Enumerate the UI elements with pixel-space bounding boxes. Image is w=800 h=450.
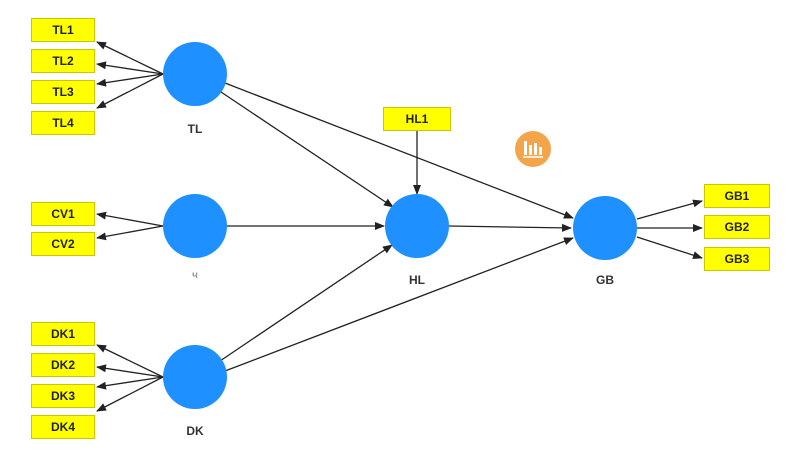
- indicator-gb3[interactable]: GB3: [704, 247, 770, 271]
- indicator-dk2[interactable]: DK2: [31, 353, 95, 377]
- edge-cv-cv2: [96, 225, 164, 241]
- path-tl-hl: [220, 91, 394, 208]
- indicator-tl2[interactable]: TL2: [31, 49, 95, 73]
- indicator-cv2[interactable]: CV2: [31, 232, 95, 256]
- latent-node-cv[interactable]: [163, 194, 227, 258]
- edge-dk-dk4: [96, 376, 164, 412]
- indicator-cv1[interactable]: CV1: [31, 202, 95, 226]
- path-dk-gb: [224, 237, 574, 372]
- edge-cv-cv1: [96, 211, 164, 227]
- edge-gb-gb3: [636, 236, 703, 260]
- latent-label-dk: DK: [186, 424, 204, 438]
- latent-label-hl: HL: [409, 273, 425, 287]
- path-dk-hl: [219, 244, 393, 362]
- latent-label-tl: TL: [187, 122, 203, 136]
- latent-node-dk[interactable]: [163, 345, 227, 409]
- edge-tl-tl4: [96, 73, 164, 109]
- indicator-gb2[interactable]: GB2: [704, 215, 770, 239]
- edge-tl-tl1: [96, 41, 164, 75]
- edge-dk-dk1: [96, 344, 164, 378]
- indicator-dk3[interactable]: DK3: [31, 384, 95, 408]
- chart-badge-icon: [515, 131, 551, 167]
- edge-dk-dk2: [96, 364, 164, 378]
- edge-dk-dk3: [96, 376, 164, 390]
- indicator-dk1[interactable]: DK1: [31, 322, 95, 346]
- indicator-tl1[interactable]: TL1: [31, 18, 95, 42]
- indicator-dk4[interactable]: DK4: [31, 415, 95, 439]
- indicator-tl3[interactable]: TL3: [31, 80, 95, 104]
- indicator-tl4[interactable]: TL4: [31, 111, 95, 135]
- path-hl-gb: [448, 223, 572, 232]
- indicator-gb1[interactable]: GB1: [704, 184, 770, 208]
- path-tl-gb: [224, 82, 574, 219]
- latent-node-hl[interactable]: [385, 194, 449, 258]
- edge-tl-tl2: [96, 61, 164, 75]
- latent-node-gb[interactable]: [573, 196, 637, 260]
- latent-label-cv: ч: [192, 270, 198, 281]
- edge-gb-gb1: [636, 199, 703, 220]
- latent-node-tl[interactable]: [163, 42, 227, 106]
- latent-label-gb: GB: [596, 273, 614, 287]
- indicator-hl1[interactable]: HL1: [383, 107, 451, 131]
- edge-tl-tl3: [96, 73, 164, 87]
